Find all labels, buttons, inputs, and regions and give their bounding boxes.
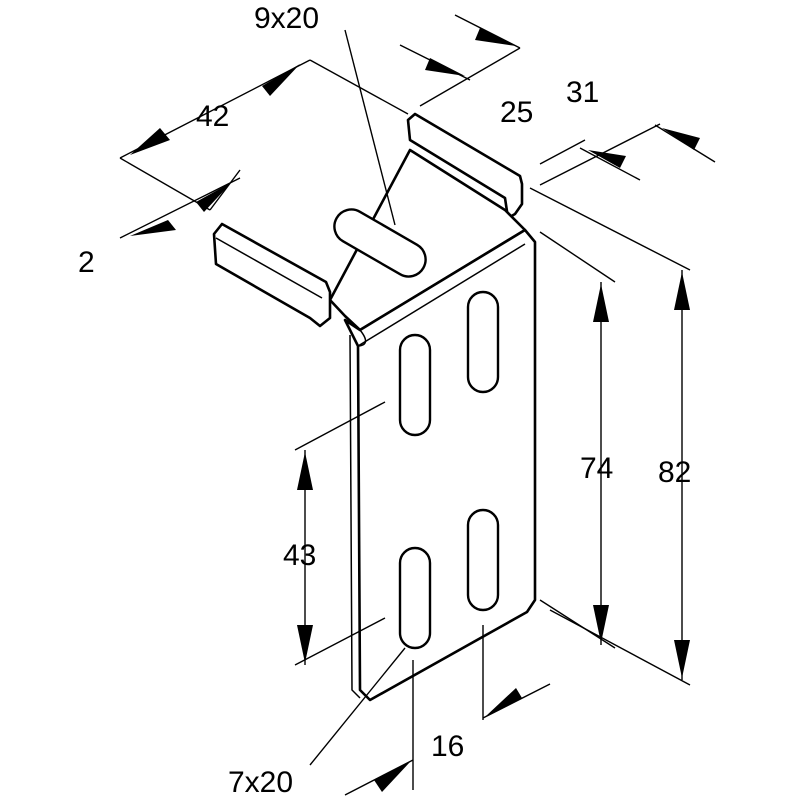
label-slot-pitch: 16 — [431, 730, 464, 763]
top-slot — [333, 208, 427, 278]
label-slot-side: 7x20 — [228, 766, 293, 799]
rear-flange — [406, 112, 524, 220]
dimension-lines — [119, 14, 716, 796]
bracket-part — [212, 112, 537, 702]
label-slot-spacing: 43 — [283, 539, 316, 572]
label-slot-top: 9x20 — [254, 2, 319, 35]
slot-lower-right — [466, 508, 500, 612]
label-inner-height: 74 — [580, 452, 613, 485]
slot-upper-left — [398, 333, 432, 437]
label-flange-depth: 25 — [500, 96, 533, 129]
label-overall-height: 82 — [658, 456, 691, 489]
front-flange — [212, 222, 332, 328]
label-overall-width: 42 — [196, 100, 229, 133]
slot-upper-right — [466, 290, 500, 394]
slot-lower-left — [398, 546, 432, 650]
label-plate-depth: 31 — [566, 76, 599, 109]
label-thickness: 2 — [78, 246, 95, 279]
